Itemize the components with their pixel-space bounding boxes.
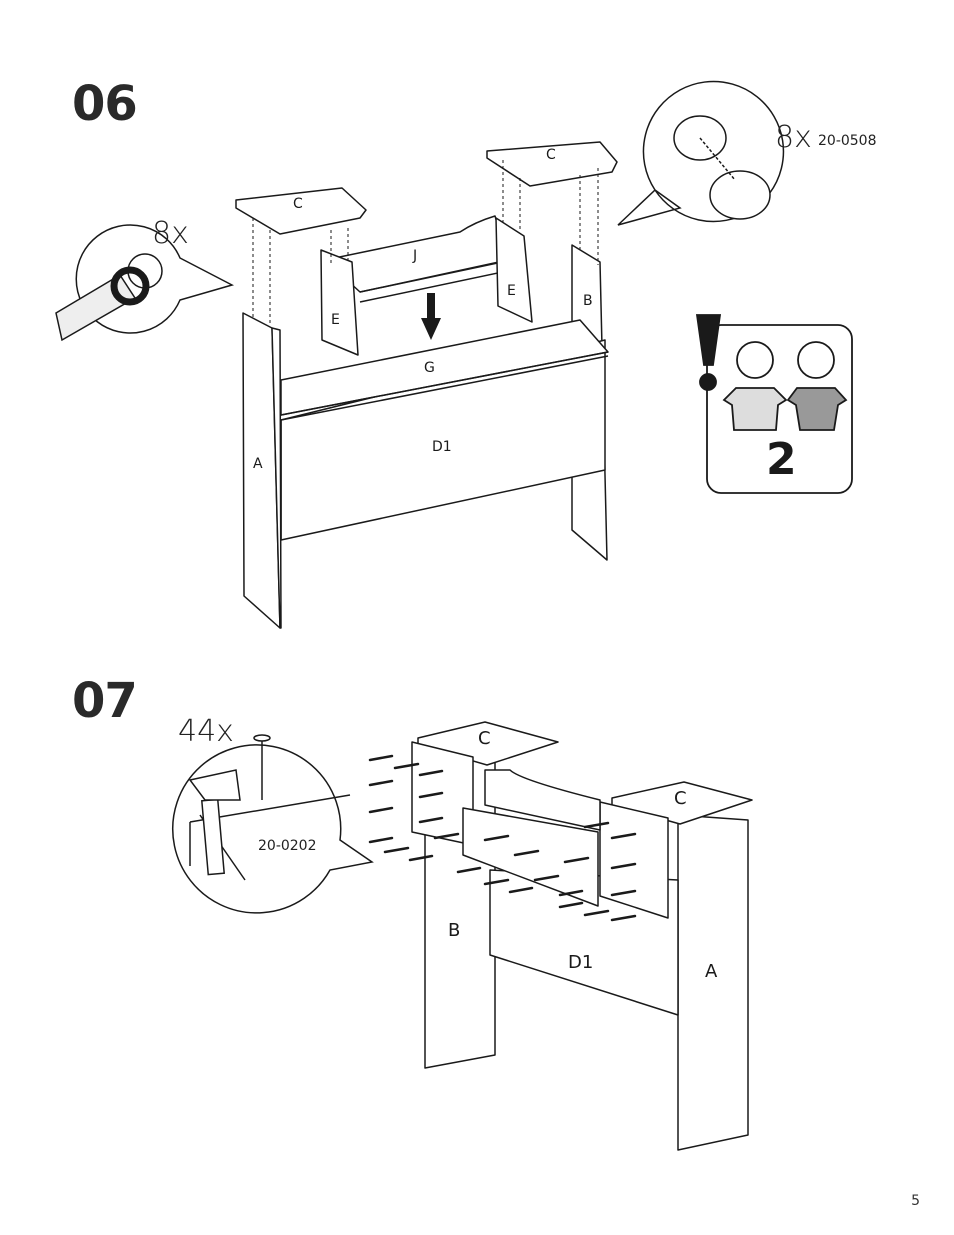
- cam-quantity: 8x: [775, 120, 812, 155]
- label-c-left: C: [293, 196, 303, 212]
- label-c-right: C: [674, 788, 687, 809]
- label-g: G: [424, 360, 435, 376]
- label-c-right: C: [546, 147, 556, 163]
- step-6-number: 06: [72, 76, 138, 132]
- top-c-left: [235, 187, 367, 235]
- cam-part-code: 20-0508: [818, 133, 877, 149]
- step-7-number: 07: [72, 673, 138, 729]
- two-person-badge: [695, 314, 853, 494]
- cam-magnifier: [617, 80, 785, 226]
- label-e-right: E: [507, 283, 516, 299]
- label-d1: D1: [568, 952, 594, 973]
- label-b: B: [583, 293, 593, 309]
- panel-e-right: [495, 217, 533, 323]
- nail-quantity: 44x: [178, 714, 234, 749]
- label-a: A: [253, 456, 263, 472]
- nail-part-code: 20-0202: [258, 838, 317, 854]
- down-arrow-icon: [421, 293, 441, 340]
- label-j: J: [413, 248, 418, 264]
- screw-quantity: 8x: [152, 216, 189, 251]
- panel-e-left: [320, 249, 359, 356]
- people-count: 2: [766, 434, 797, 485]
- label-e-left: E: [331, 312, 340, 328]
- label-b: B: [448, 920, 461, 941]
- screwdriver-magnifier: [55, 224, 235, 342]
- label-c-left: C: [478, 728, 491, 749]
- label-a: A: [705, 961, 718, 982]
- top-c-right: [486, 141, 618, 187]
- hammer-magnifier: [171, 734, 374, 914]
- nails: [368, 754, 637, 922]
- panel-a: [677, 814, 749, 1151]
- label-d1: D1: [432, 439, 452, 455]
- page-number: 5: [911, 1193, 920, 1209]
